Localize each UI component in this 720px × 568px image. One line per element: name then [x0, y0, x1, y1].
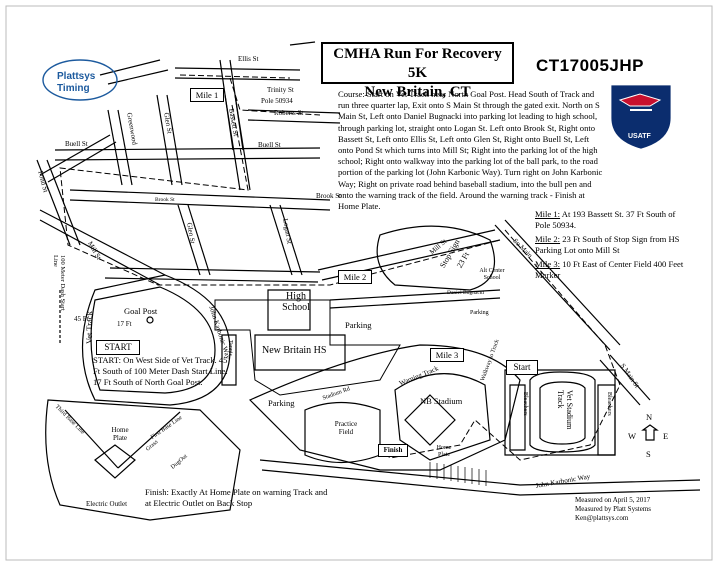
- goal-post-label: Goal Post: [124, 306, 158, 316]
- high-school-label: High School: [282, 291, 310, 313]
- logo-name-line2: Timing: [57, 83, 90, 94]
- measured-line1: Measured on April 5, 2017: [575, 496, 651, 504]
- practice-field-label: Practice Field: [334, 420, 358, 436]
- measured-line3: Ken@plattsys.com: [575, 514, 629, 522]
- measured-line2: Measured by Platt Systems: [575, 505, 652, 513]
- mile1-marker: Mile 1: [190, 88, 224, 102]
- street-buell-left: Buell St: [65, 140, 88, 148]
- mile-note: Mile 1: At 193 Bassett St. 37 Ft South o…: [535, 209, 676, 230]
- bleachers-left-label: Bleachers: [522, 392, 528, 416]
- street-roberts: Roberts St: [274, 109, 304, 117]
- mile-notes: Mile 1: At 193 Bassett St. 37 Ft South o…: [535, 209, 685, 284]
- compass-rose: [641, 424, 659, 441]
- title-line1: CMHA Run For Recovery 5K: [333, 46, 502, 81]
- vet-track-label: Vet Track: [84, 311, 94, 344]
- compass-e: E: [663, 431, 669, 441]
- start-box: START: [96, 340, 140, 355]
- map-frame: [5, 5, 713, 561]
- street-ellis: Ellis St: [238, 55, 259, 63]
- parking-label-2: Parking: [268, 398, 295, 408]
- course-route: [59, 74, 621, 461]
- parking-label-1: Parking: [345, 320, 372, 330]
- lower-ballfield: [45, 399, 241, 521]
- mile3-marker: Mile 3: [430, 348, 464, 362]
- school-grounds: [214, 225, 496, 396]
- pole-label: Pole 50934: [261, 97, 293, 105]
- home-plate-label: Home Plate: [111, 426, 129, 442]
- vet-stadium-track-label: Vet Stadium Track: [556, 390, 574, 430]
- usatf-logo: [611, 85, 671, 149]
- ft17-label: 17 Ft: [117, 320, 132, 328]
- plattsys-logo: Plattsys Timing: [57, 71, 95, 95]
- start-arrow-box: Start: [506, 360, 538, 375]
- tennis-label: Tennis: [227, 340, 233, 356]
- bleachers-right-label: Bleachers: [606, 392, 612, 416]
- measured-note: Measured on April 5, 2017 Measured by Pl…: [575, 496, 700, 523]
- title-box: CMHA Run For Recovery 5K New Britain, CT: [321, 42, 514, 100]
- course-id: CT17005JHP: [536, 56, 645, 75]
- street-grid: [36, 41, 651, 406]
- mile2-marker: Mile 2: [338, 270, 372, 284]
- plattsys-logo-ring: [42, 59, 118, 101]
- street-daniel: Daniel Bugnacki: [447, 290, 485, 296]
- vet-stadium: [504, 369, 616, 456]
- course-description: Course: Start on Vet Track near North Go…: [338, 89, 603, 212]
- compass-n: N: [646, 412, 653, 422]
- usatf-text: USATF: [628, 133, 651, 140]
- mile-note: Mile 3: 10 Ft East of Center Field 400 F…: [535, 259, 684, 280]
- start-note: START: On West Side of Vet Track. 45 Ft …: [93, 355, 228, 387]
- ft45-label: 45 Ft: [74, 315, 89, 323]
- street-buell-right: Buell St: [258, 141, 281, 149]
- vet-track: [59, 274, 231, 406]
- nb-stadium-label: NB Stadium: [420, 396, 463, 406]
- new-britain-hs-label: New Britain HS: [262, 345, 327, 356]
- logo-name-line1: Plattsys: [57, 71, 96, 82]
- mile-note: Mile 2: 23 Ft South of Stop Sign from HS…: [535, 234, 680, 255]
- stadium-area: [248, 344, 701, 496]
- street-brook: Brook St: [316, 192, 342, 200]
- finish-note: Finish: Exactly At Home Plate on warning…: [145, 487, 328, 508]
- finish-box: Finish: [378, 444, 408, 457]
- dash-start-label: 100 Meter Dash Start Line: [52, 255, 66, 311]
- street-trinity: Trinity St: [267, 86, 294, 94]
- title-line2: New Britain, CT: [364, 84, 471, 100]
- electric-outlet-label: Electric Outlet: [86, 500, 128, 508]
- parking-label-3: Parking: [470, 310, 489, 316]
- compass-w: W: [628, 431, 637, 441]
- street-brook-small: Brook St: [155, 197, 175, 203]
- compass-s: S: [646, 449, 651, 459]
- home-plate-stadium-label: Home Plate: [436, 445, 452, 458]
- alt-center-label: Alt Center School: [479, 268, 505, 281]
